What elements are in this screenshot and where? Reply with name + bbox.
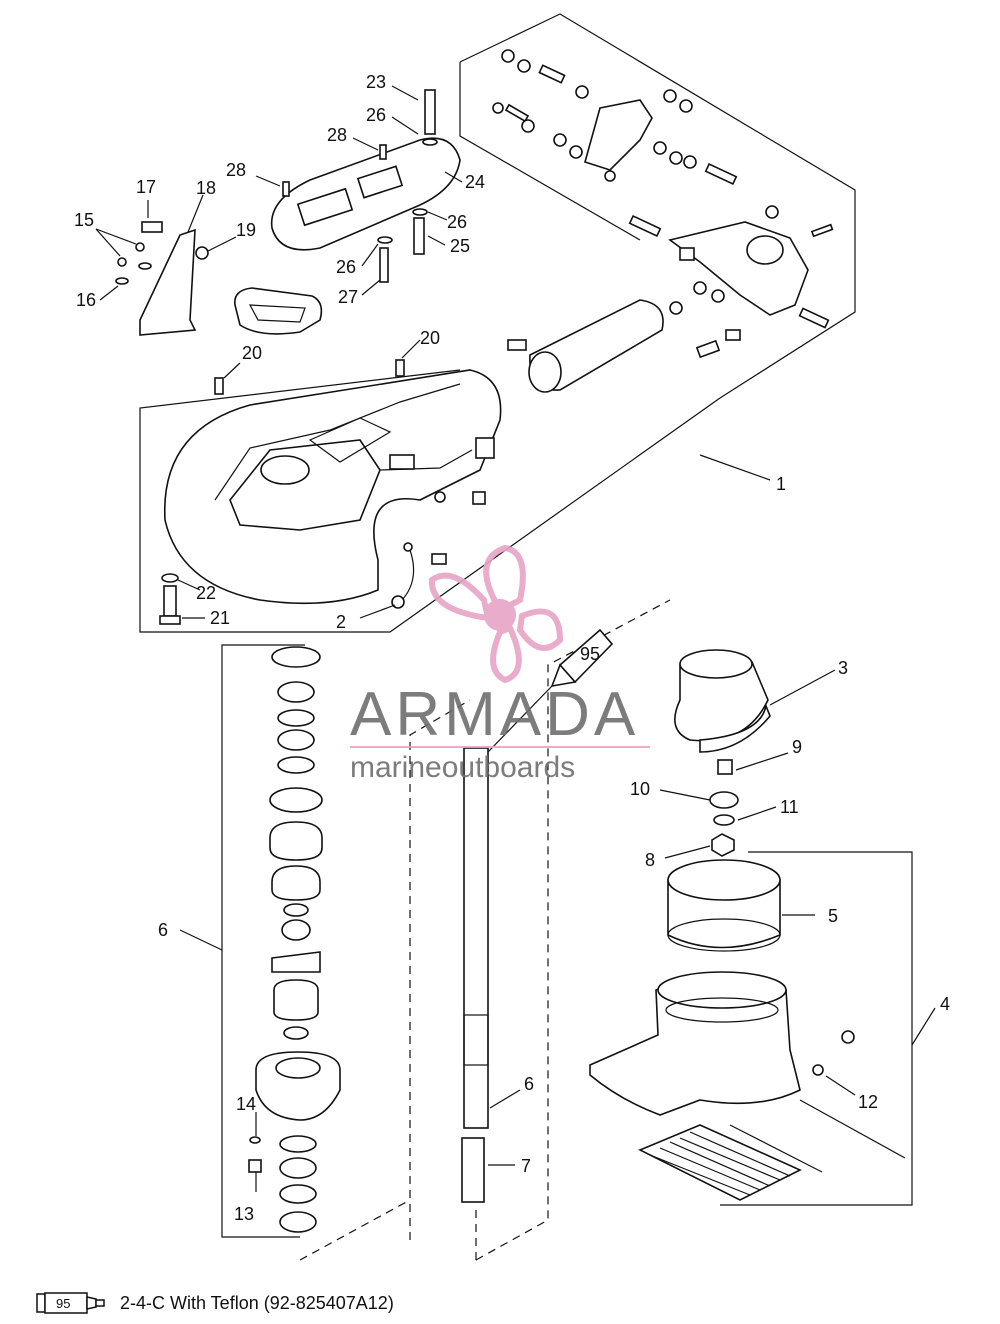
callout-5: 5 [828,906,838,926]
callout-24: 24 [465,172,485,192]
callout-14: 14 [236,1094,256,1114]
callout-8: 8 [645,850,655,870]
callout-15: 15 [74,210,94,230]
callout-28-right: 28 [327,125,347,145]
propeller-logo-icon [428,544,564,684]
watermark-tagline: marineoutboards [350,751,575,784]
callout-26-bottom: 26 [336,257,356,277]
steering-nozzle-tube [507,299,664,393]
steering-linkage-hardware [492,49,834,359]
callout-20-right: 20 [420,328,440,348]
callout-13: 13 [234,1204,254,1224]
callout-11: 11 [780,797,799,817]
callout-9: 9 [792,737,802,757]
drive-shaft [299,599,671,1261]
callout-labels: 1 2 3 4 5 6 6 7 8 9 10 11 12 13 14 15 16… [74,72,950,1224]
impeller-assembly [674,649,771,857]
pump-base-and-grate [589,971,906,1201]
intake-grate [638,1124,823,1201]
grease-tube-95: 95 [487,628,614,753]
callout-leaders [95,85,936,1192]
callout-23: 23 [366,72,386,92]
callout-22: 22 [196,583,216,603]
callout-21: 21 [210,608,230,628]
callout-3: 3 [838,658,848,678]
housing-fasteners [159,359,486,625]
legend-text: 2-4-C With Teflon (92-825407A12) [120,1292,394,1313]
callout-25: 25 [450,236,470,256]
callout-20-left: 20 [242,343,262,363]
bearing-seal-stack [248,646,341,1233]
callout-4: 4 [940,994,950,1014]
lubricant-legend: 95 2-4-C With Teflon (92-825407A12) [36,1290,394,1316]
callout-17: 17 [136,177,156,197]
armada-watermark: ARMADA marineoutboards [350,544,650,784]
watermark-brand: ARMADA [350,680,639,749]
callout-26-top: 26 [366,105,386,125]
callout-2: 2 [336,612,346,632]
callout-6-bearing-set: 6 [158,920,168,940]
ride-plate-adapter [115,89,461,336]
callout-19: 19 [236,220,256,240]
wear-ring-housing [667,859,781,952]
callout-18: 18 [196,178,216,198]
legend-tube-label: 95 [56,1296,70,1311]
callout-1: 1 [776,474,786,494]
callout-7: 7 [521,1156,531,1176]
assembly-6-bracket [221,644,305,1238]
callout-27: 27 [338,287,358,307]
jet-pump-housing [163,369,502,605]
callout-26-right: 26 [447,212,467,232]
callout-6-shaft: 6 [524,1074,534,1094]
assembly-4-bracket [720,851,913,1206]
callout-28-left: 28 [226,160,246,180]
grease-tube-icon: 95 [36,1291,106,1315]
assembly-1-frame [139,13,856,633]
callout-10: 10 [630,779,650,799]
callout-16: 16 [76,290,96,310]
grease-tube-label: 95 [580,644,600,664]
callout-12: 12 [858,1092,878,1112]
